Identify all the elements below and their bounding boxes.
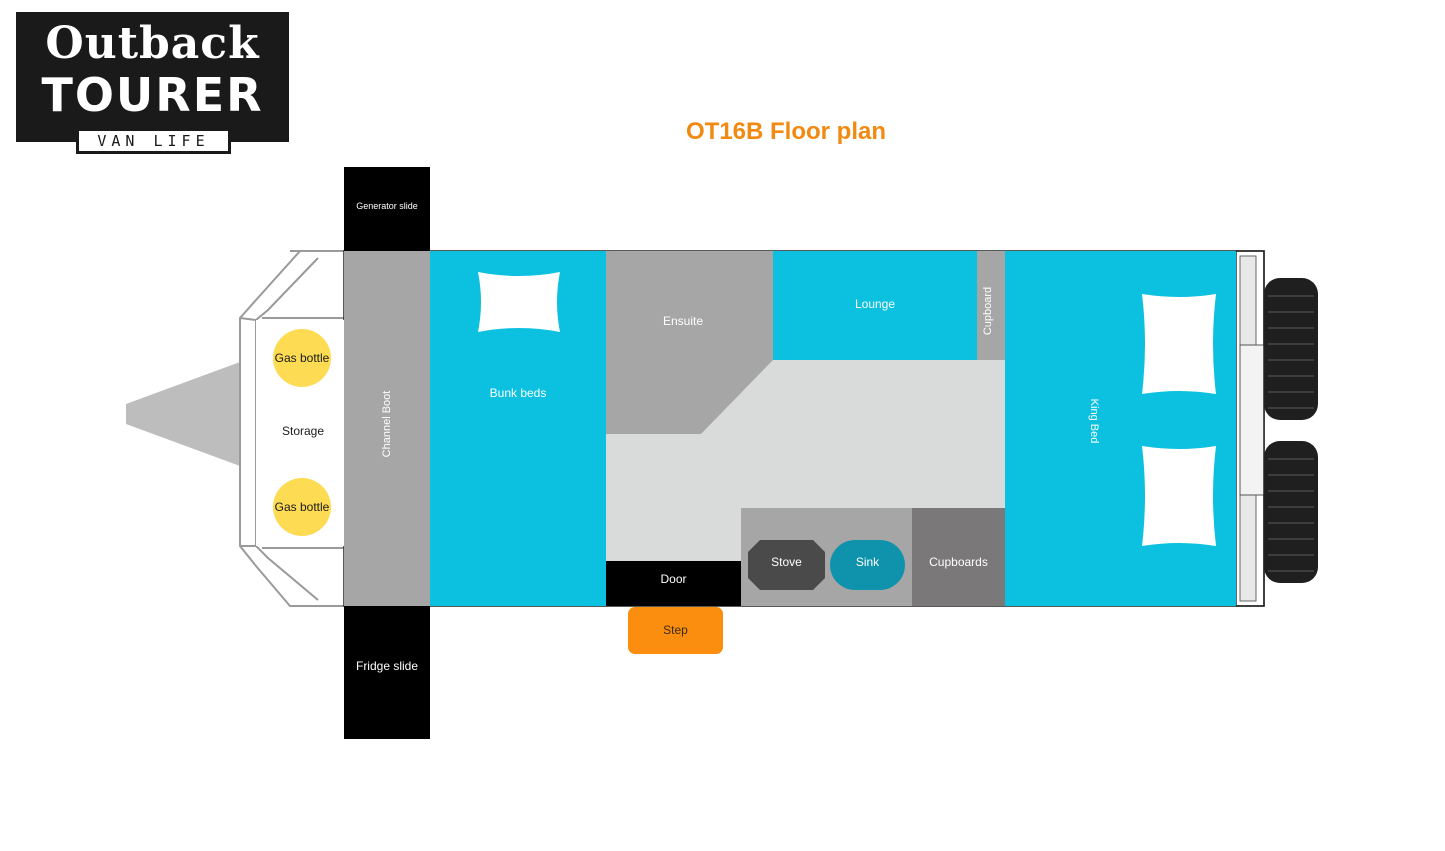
cupboard-label: Cupboard [982,286,994,336]
ensuite [606,251,773,434]
gas-bottle-top: Gas bottle [273,329,331,387]
channel-boot-label: Channel Boot [381,390,393,458]
step-label: Step [663,623,688,637]
page-title: OT16B Floor plan [685,118,886,145]
fridge-slide: Fridge slide [344,606,430,739]
generator-slide-label: Generator slide [356,201,418,211]
channel-boot: Channel Boot [344,251,430,606]
lounge: Lounge [773,251,977,360]
sink-label: Sink [855,555,880,569]
door-label: Door [660,572,687,586]
cupboard: Cupboard [977,251,1005,360]
fridge-slide-label: Fridge slide [355,659,419,673]
cupboards: Cupboards [912,508,1005,606]
door: Door [606,561,741,606]
lounge-label: Lounge [854,297,896,311]
king-pillow-top [1142,294,1216,394]
storage-label: Storage [281,424,325,438]
ensuite-label: Ensuite [662,314,704,328]
logo-tagline: VAN LIFE [76,128,231,154]
generator-slide: Generator slide [344,167,430,251]
stove [748,540,825,590]
cupboards-label: Cupboards [929,555,988,569]
stove-label: Stove [771,555,802,569]
bunk-beds-label: Bunk beds [489,386,547,400]
king-pillow-bottom [1142,446,1216,546]
gas-bottle-bottom: Gas bottle [273,478,331,536]
bunk-pillow [478,272,560,332]
king-bed-label: King Bed [1088,398,1100,444]
logo-line-1: Outback [45,18,260,69]
step: Step [628,607,723,654]
sink: Sink [830,540,905,590]
brand-logo: Outback TOURER VAN LIFE [16,12,289,154]
logo-line-2: TOURER [41,68,264,122]
